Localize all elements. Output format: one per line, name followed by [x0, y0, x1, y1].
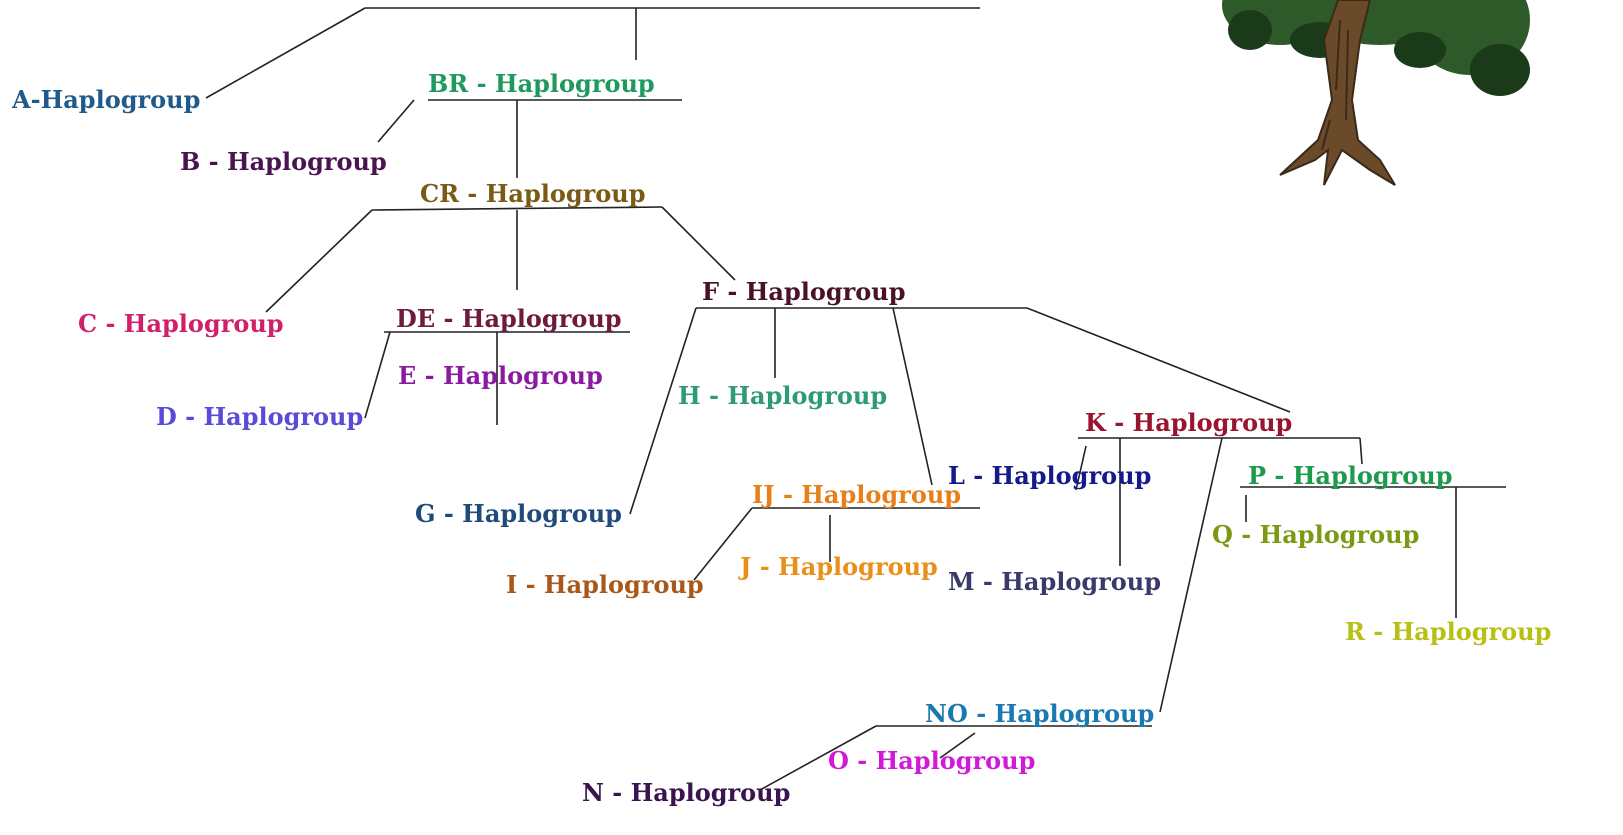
node-label-ij: IJ - Haplogroup: [752, 480, 962, 509]
node-label-br: BR - Haplogroup: [428, 69, 655, 98]
node-label-n: N - Haplogroup: [582, 778, 791, 807]
tree-trunk: [1279, 0, 1396, 186]
node-label-p: P - Haplogroup: [1248, 461, 1453, 490]
node-label-h: H - Haplogroup: [678, 381, 888, 410]
connector-line: [661, 206, 736, 281]
connector-line: [371, 206, 663, 211]
node-label-k: K - Haplogroup: [1085, 408, 1293, 437]
connector-line: [364, 331, 391, 419]
node-label-r: R - Haplogroup: [1345, 617, 1552, 646]
connector-line: [693, 507, 753, 581]
node-label-cr: CR - Haplogroup: [420, 179, 646, 208]
connector-line: [205, 7, 366, 99]
node-label-e: E - Haplogroup: [398, 361, 603, 390]
connector-line: [377, 99, 415, 143]
node-label-l: L - Haplogroup: [948, 461, 1152, 490]
node-label-c: C - Haplogroup: [78, 309, 284, 338]
node-label-o: O - Haplogroup: [828, 746, 1036, 775]
connector-line: [1159, 437, 1223, 713]
node-label-f: F - Haplogroup: [702, 277, 906, 306]
node-label-j: J - Haplogroup: [740, 552, 938, 581]
connector-line: [759, 725, 877, 791]
connector-line: [1359, 437, 1363, 465]
tree-foliage: [1222, 0, 1530, 96]
connector-line: [1075, 445, 1087, 491]
node-label-g: G - Haplogroup: [415, 499, 622, 528]
connector-line: [629, 307, 697, 515]
node-label-i: I - Haplogroup: [506, 570, 704, 599]
tree-illustration: [1222, 0, 1530, 186]
connector-line: [1026, 307, 1291, 413]
connector-line: [892, 307, 933, 486]
node-label-no: NO - Haplogroup: [925, 699, 1155, 728]
node-label-m: M - Haplogroup: [948, 567, 1162, 596]
connector-line: [265, 209, 373, 313]
node-label-d: D - Haplogroup: [156, 402, 364, 431]
node-label-de: DE - Haplogroup: [396, 304, 622, 333]
node-label-b: B - Haplogroup: [180, 147, 387, 176]
node-label-a: A-Haplogroup: [12, 85, 201, 114]
node-label-q: Q - Haplogroup: [1212, 520, 1420, 549]
connector-line: [939, 732, 976, 759]
